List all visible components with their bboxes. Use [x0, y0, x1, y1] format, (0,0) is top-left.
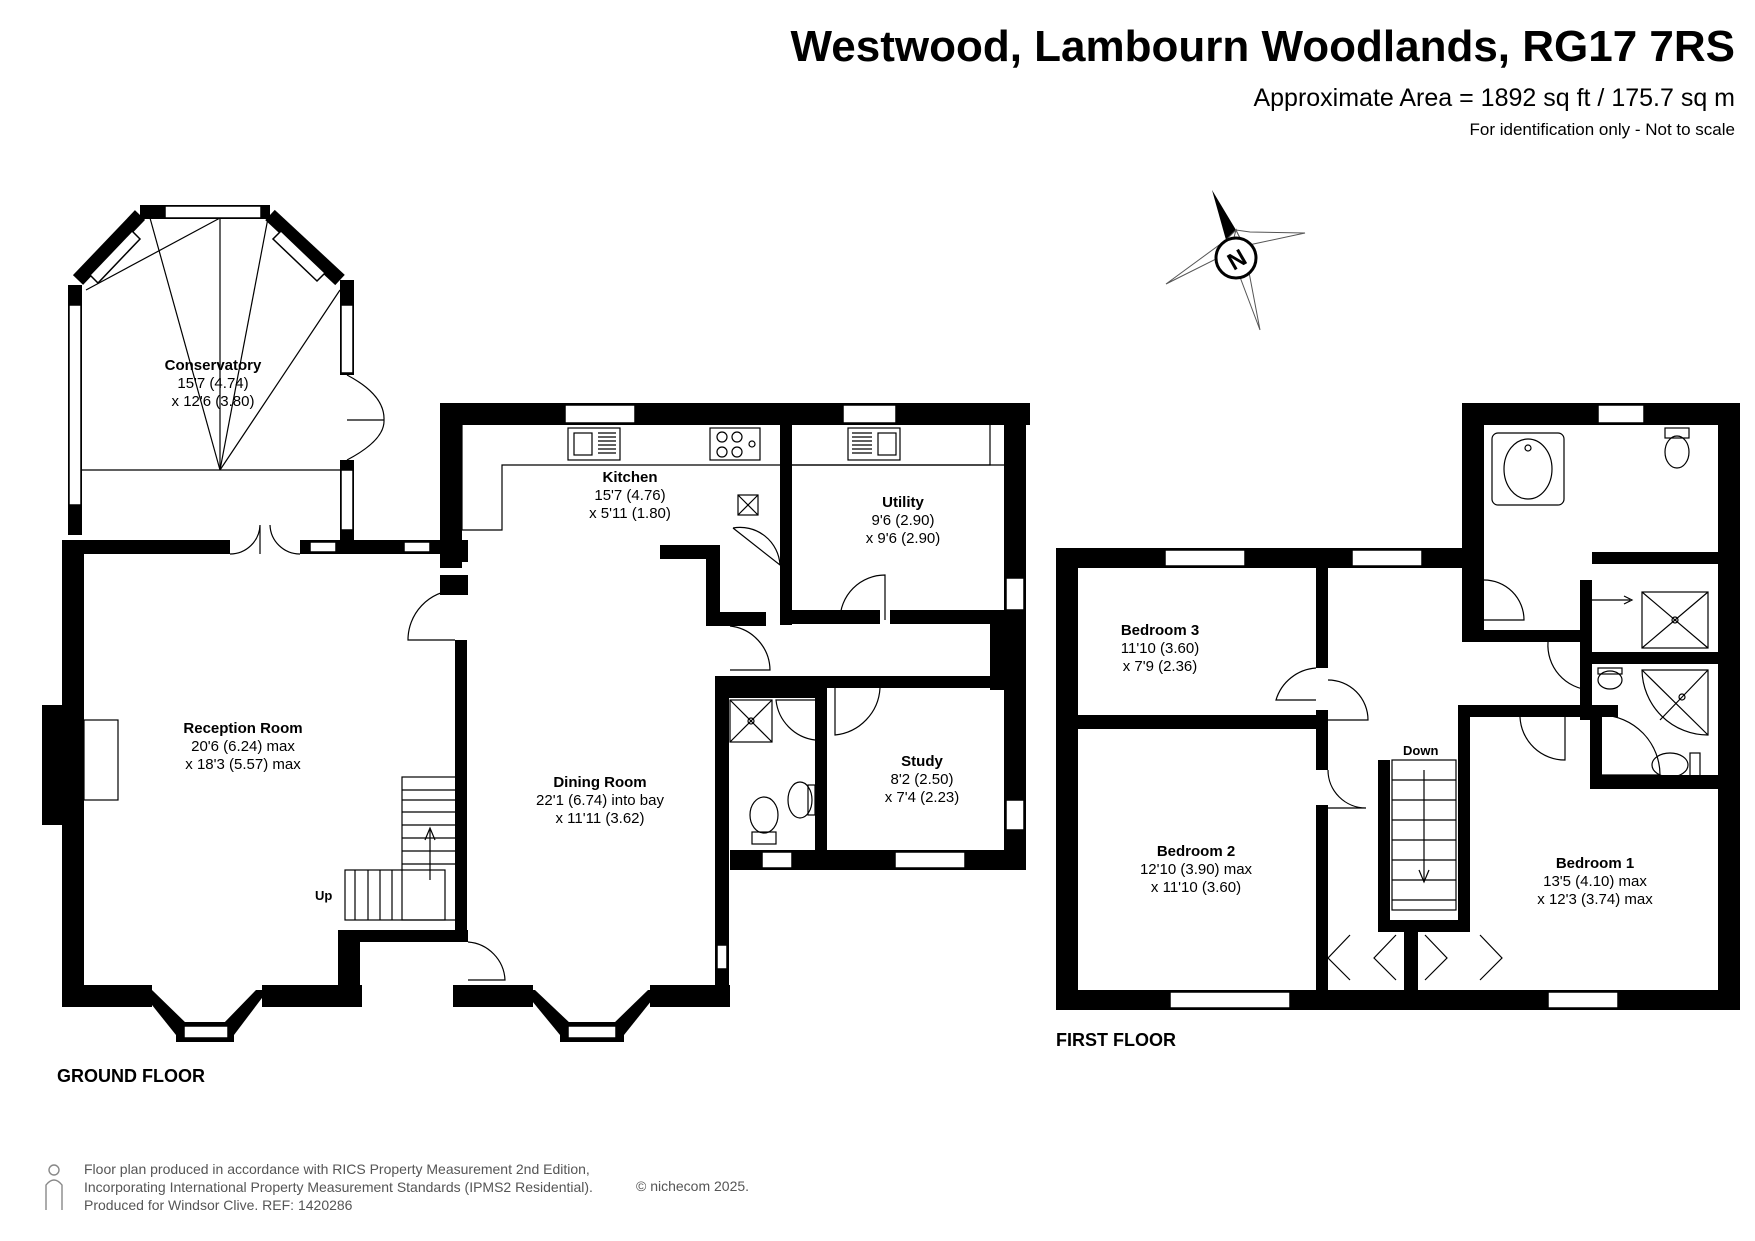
room-dim: x 11'11 (3.62)	[555, 810, 644, 827]
dining-bay-window	[523, 990, 660, 1042]
approximate-area: Approximate Area = 1892 sq ft / 175.7 sq…	[1253, 84, 1735, 112]
room-dim: x 12'6 (3.80)	[172, 393, 255, 410]
room-dim: x 5'11 (1.80)	[589, 505, 671, 522]
person-icon	[45, 1164, 63, 1210]
room-dim: 9'6 (2.90)	[872, 512, 935, 529]
room-name: Utility	[882, 494, 924, 511]
room-name: Dining Room	[553, 774, 646, 791]
first-stair-label: Down	[1403, 743, 1438, 758]
upper-shower-icon-1	[1592, 591, 1709, 649]
scale-note: For identification only - Not to scale	[1469, 120, 1735, 139]
footer-line: Incorporating International Property Mea…	[84, 1179, 593, 1195]
ground-floor-stairs: Up	[315, 776, 459, 921]
reception-bay-window	[140, 990, 268, 1042]
ground-floor-plan: Up	[42, 205, 1030, 1042]
footer-notes: Floor plan produced in accordance with R…	[84, 1160, 593, 1214]
property-title: Westwood, Lambourn Woodlands, RG17 7RS	[790, 22, 1735, 71]
room-dim: x 12'3 (3.74) max	[1537, 891, 1653, 908]
ground-floor-label: GROUND FLOOR	[57, 1066, 205, 1086]
conservatory-walls	[68, 205, 385, 540]
room-name: Reception Room	[183, 720, 302, 737]
room-name: Bedroom 2	[1157, 843, 1235, 860]
room-dim: 15'7 (4.74)	[177, 375, 248, 392]
north-compass-icon: N	[1165, 190, 1306, 331]
ground-basin-icon	[787, 781, 816, 819]
room-name: Conservatory	[165, 357, 262, 374]
room-dim: 20'6 (6.24) max	[191, 738, 295, 755]
bath-icon	[1491, 432, 1565, 506]
first-room-labels: Bedroom 3 11'10 (3.60) x 7'9 (2.36) Bedr…	[1056, 622, 1653, 1050]
utility-sink-icon	[847, 427, 901, 461]
room-dim: x 18'3 (5.57) max	[185, 756, 301, 773]
ground-room-labels: Conservatory 15'7 (4.74) x 12'6 (3.80) K…	[57, 357, 959, 1086]
room-dim: x 7'9 (2.36)	[1123, 658, 1198, 675]
room-dim: 12'10 (3.90) max	[1140, 861, 1253, 878]
room-name: Bedroom 3	[1121, 622, 1199, 639]
upper-shower-icon-2	[1641, 669, 1709, 736]
room-dim: 8'2 (2.50)	[891, 771, 954, 788]
ground-stair-label: Up	[315, 888, 332, 903]
room-name: Kitchen	[602, 469, 657, 486]
room-dim: x 7'4 (2.23)	[885, 789, 960, 806]
room-dim: 22'1 (6.74) into bay	[536, 792, 664, 809]
room-dim: x 9'6 (2.90)	[866, 530, 941, 547]
first-floor-plan: Down	[1056, 403, 1740, 1010]
room-dim: x 11'10 (3.60)	[1151, 879, 1241, 896]
ground-wc-icon	[749, 796, 779, 845]
hob-icon	[709, 427, 761, 461]
upper-wc-icon	[1664, 427, 1690, 469]
room-dim: 13'5 (4.10) max	[1543, 873, 1647, 890]
first-floor-label: FIRST FLOOR	[1056, 1030, 1176, 1050]
room-name: Study	[901, 753, 943, 770]
copyright-notice: © nichecom 2025.	[636, 1178, 750, 1194]
footer-line: Produced for Windsor Clive. REF: 1420286	[84, 1197, 353, 1213]
first-floor-stairs: Down	[1391, 743, 1457, 911]
room-name: Bedroom 1	[1556, 855, 1634, 872]
kitchen-sink-icon	[567, 427, 621, 461]
upper-basin-icon	[1597, 667, 1623, 690]
footer-line: Floor plan produced in accordance with R…	[84, 1161, 590, 1177]
room-dim: 15'7 (4.76)	[594, 487, 665, 504]
upper-wc-icon-2	[1651, 752, 1701, 778]
room-dim: 11'10 (3.60)	[1121, 640, 1199, 657]
ground-shower-icon	[729, 699, 773, 743]
